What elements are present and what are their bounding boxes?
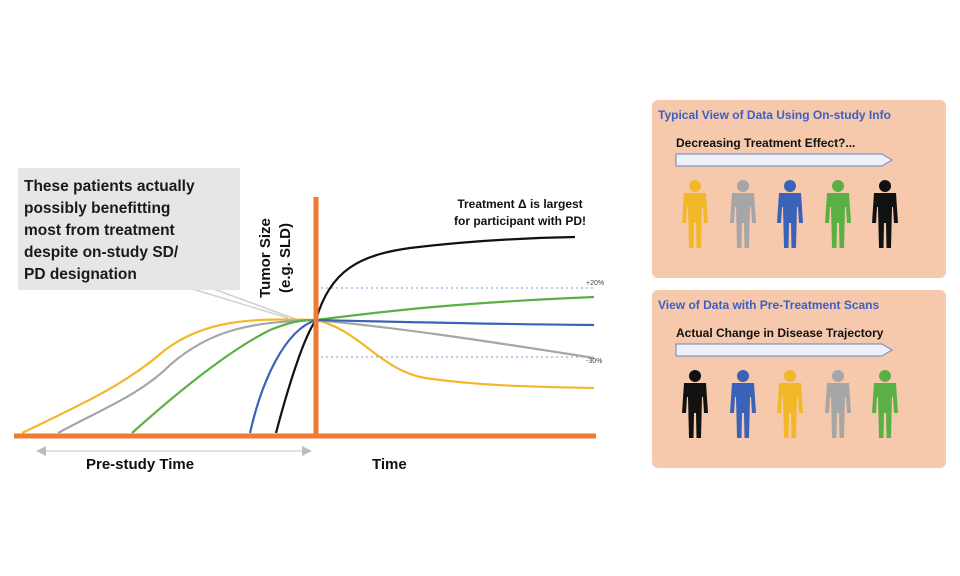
callout-line: most from treatment <box>24 222 175 239</box>
time-label: Time <box>372 456 407 473</box>
curve-blue <box>248 318 595 434</box>
y-axis-label-line-1: Tumor Size <box>257 218 274 298</box>
person-icon <box>872 180 898 248</box>
lower-threshold-label: -30% <box>586 358 603 365</box>
person-icon <box>730 370 756 438</box>
callout-line: PD designation <box>24 266 137 283</box>
y-axis-label: Tumor Size (e.g. SLD) <box>256 168 296 348</box>
panel-2-title: View of Data with Pre-Treatment Scans <box>658 298 880 312</box>
curve-black <box>274 235 576 434</box>
curve-green <box>131 295 595 434</box>
panel-2-subtitle: Actual Change in Disease Trajectory <box>676 326 884 340</box>
person-icon <box>872 370 898 438</box>
annotation-line-2: for participant with PD! <box>454 214 586 228</box>
panel-1-figures <box>682 180 898 248</box>
person-icon <box>777 370 803 438</box>
person-icon <box>825 180 851 248</box>
curve-gray <box>57 318 595 434</box>
pre-study-arrow-right <box>302 446 312 456</box>
person-icon <box>777 180 803 248</box>
callout-box <box>18 168 240 290</box>
annotation-line-1: Treatment Δ is largest <box>457 197 583 211</box>
person-icon <box>682 370 708 438</box>
callout-line: These patients actually <box>24 178 195 195</box>
callout-line: despite on-study SD/ <box>24 244 179 261</box>
person-icon <box>682 180 708 248</box>
person-icon <box>825 370 851 438</box>
panel-1-subtitle: Decreasing Treatment Effect?... <box>676 136 856 150</box>
upper-threshold-label: +20% <box>586 280 605 287</box>
callout-text: These patients actually possibly benefit… <box>24 176 239 286</box>
person-icon <box>730 180 756 248</box>
callout-line: possibly benefitting <box>24 200 171 217</box>
panel-2-figures <box>682 370 898 438</box>
y-axis-label-line-2: (e.g. SLD) <box>277 223 294 293</box>
callout-pointer-2 <box>199 283 299 321</box>
pre-study-time-label: Pre-study Time <box>86 456 195 473</box>
pre-study-arrow-left <box>36 446 46 456</box>
treatment-annotation: Treatment Δ is largest for participant w… <box>430 196 610 230</box>
panel-1-arrow <box>675 153 893 167</box>
panel-2-arrow <box>675 343 893 357</box>
panel-1-title: Typical View of Data Using On-study Info <box>658 108 891 122</box>
